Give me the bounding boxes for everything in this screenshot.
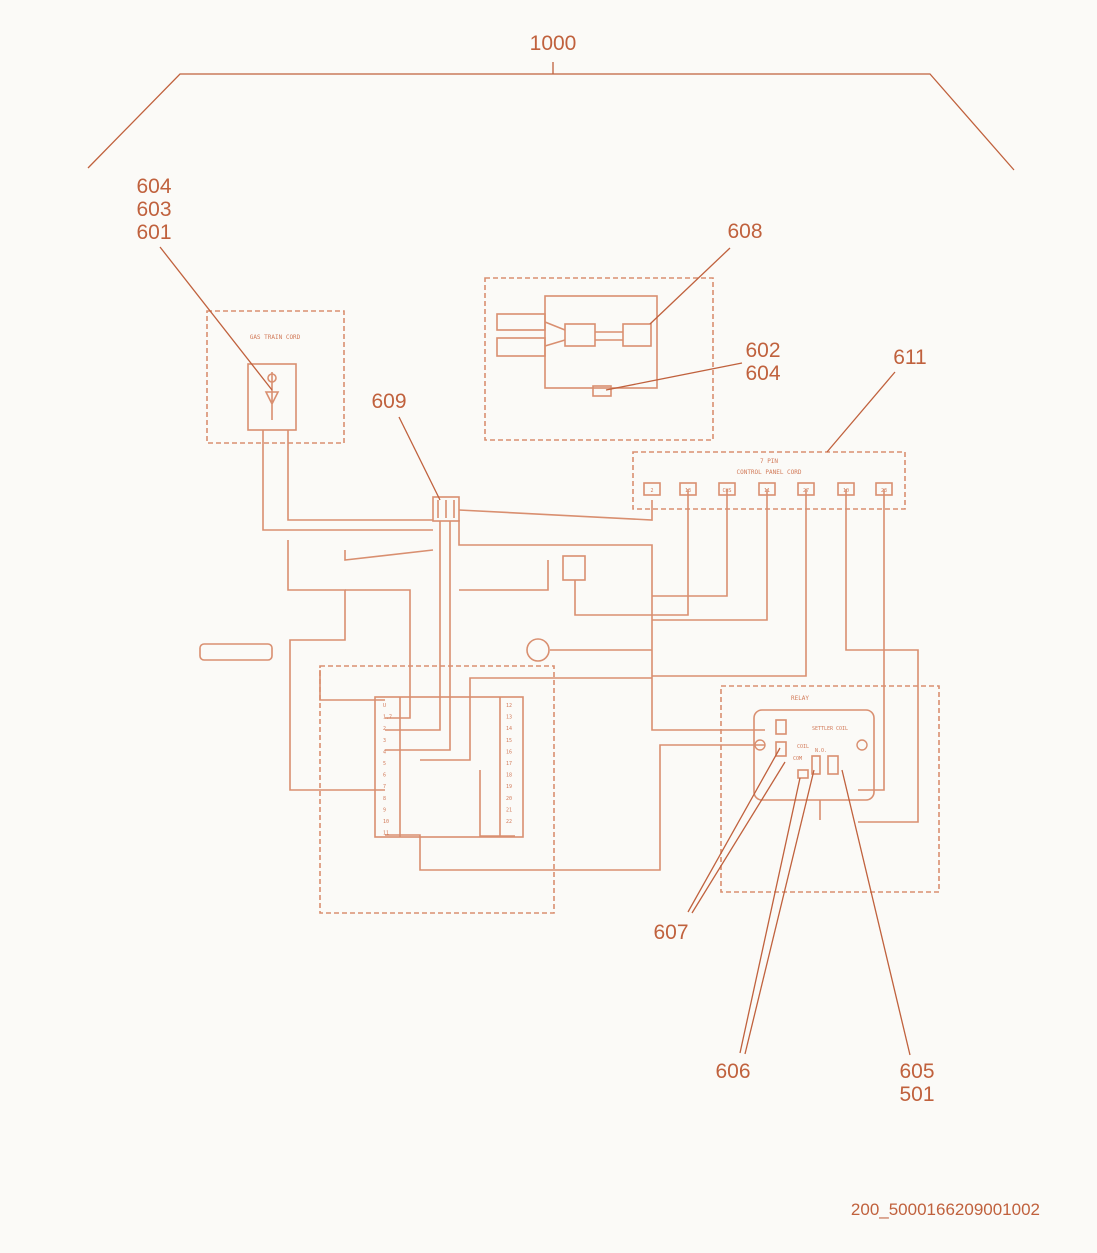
- terminal-label: U: [383, 703, 386, 709]
- terminal-label: 9: [383, 807, 386, 813]
- callout-501: 501: [899, 1083, 934, 1106]
- terminal-label: 13: [506, 715, 512, 721]
- terminal-label: 14: [506, 726, 512, 732]
- callout-604-b: 604: [745, 362, 780, 385]
- callout-605: 605: [899, 1060, 934, 1083]
- terminal-label: 5: [383, 761, 386, 767]
- svg-text:609: 609: [371, 390, 406, 413]
- terminal-label: 15: [506, 738, 512, 744]
- pin-count-label: 7 PIN: [760, 458, 778, 465]
- svg-text:607: 607: [653, 921, 688, 944]
- control-panel-cord-label: CONTROL PANEL CORD: [736, 469, 801, 476]
- ground-ring: [526, 638, 550, 662]
- terminal-label: 7: [383, 784, 386, 790]
- terminal-label: 12: [506, 703, 512, 709]
- coil-label: COIL: [797, 744, 809, 750]
- relay-label: RELAY: [791, 695, 809, 702]
- terminal-board: U 1,7 2 3 4 5 6 7 8 9 10 11 12 13 14 15 16 17 18 19 20 21 22: [319, 665, 555, 914]
- terminal-label: 17: [506, 761, 512, 767]
- terminal-label: 16: [506, 749, 512, 755]
- terminal-label: 11: [383, 831, 389, 837]
- terminal-label: 3: [383, 738, 386, 744]
- terminal-label: 18: [506, 773, 512, 779]
- terminal-label: 6: [383, 773, 386, 779]
- callout-607: 607: [653, 747, 786, 944]
- terminal-label: 10: [383, 819, 389, 825]
- com-label: COM: [793, 756, 802, 762]
- callout-611: 611: [826, 346, 927, 453]
- terminal-label: 20: [506, 796, 512, 802]
- sensor-probe: [199, 643, 273, 661]
- right-terminal-labels: 12 13 14 15 16 17 18 19 20 21 22: [506, 703, 512, 825]
- terminal-label: 8: [383, 796, 386, 802]
- callout-604: 604: [136, 175, 171, 198]
- left-terminal-labels: U 1,7 2 3 4 5 6 7 8 9 10 11: [383, 703, 392, 837]
- terminal-label: 4: [383, 749, 386, 755]
- connector-small: [562, 555, 586, 581]
- callout-gas-train: 604 603 601: [136, 175, 273, 391]
- terminal-label: 21: [506, 807, 512, 813]
- svg-text:611: 611: [893, 346, 926, 369]
- terminal-label: 22: [506, 819, 512, 825]
- connector-609: 609: [371, 390, 460, 522]
- wires: [262, 430, 919, 871]
- terminal-label: 19: [506, 784, 512, 790]
- no-label: N.O.: [815, 748, 827, 754]
- assembly-bracket: 1000: [87, 32, 1015, 171]
- terminal-label: 2: [383, 726, 386, 732]
- gas-train-cord-box: GAS TRAIN CORD: [206, 310, 345, 444]
- svg-text:608: 608: [727, 220, 762, 243]
- harness-box: [484, 277, 714, 441]
- callout-603: 603: [136, 198, 171, 221]
- callout-605-501: 605 501: [841, 769, 935, 1106]
- callout-608: 608: [649, 220, 763, 325]
- callout-606: 606: [715, 769, 815, 1083]
- terminal-label: 1,7: [383, 715, 392, 721]
- callout-1000: 1000: [530, 32, 577, 55]
- pin-box: [643, 482, 661, 496]
- gas-train-cord-label: GAS TRAIN CORD: [250, 334, 301, 341]
- settler-coil-label: SETTLER COIL: [812, 726, 848, 732]
- callout-601: 601: [136, 221, 171, 244]
- callout-602-604: 602 604: [605, 339, 781, 391]
- callout-602: 602: [745, 339, 780, 362]
- pin-number: 2: [650, 488, 653, 494]
- svg-text:606: 606: [715, 1060, 750, 1083]
- document-id: 200_5000166209001002: [851, 1200, 1040, 1219]
- relay-box: RELAY SETTLER COIL COIL COM N.O.: [720, 685, 940, 893]
